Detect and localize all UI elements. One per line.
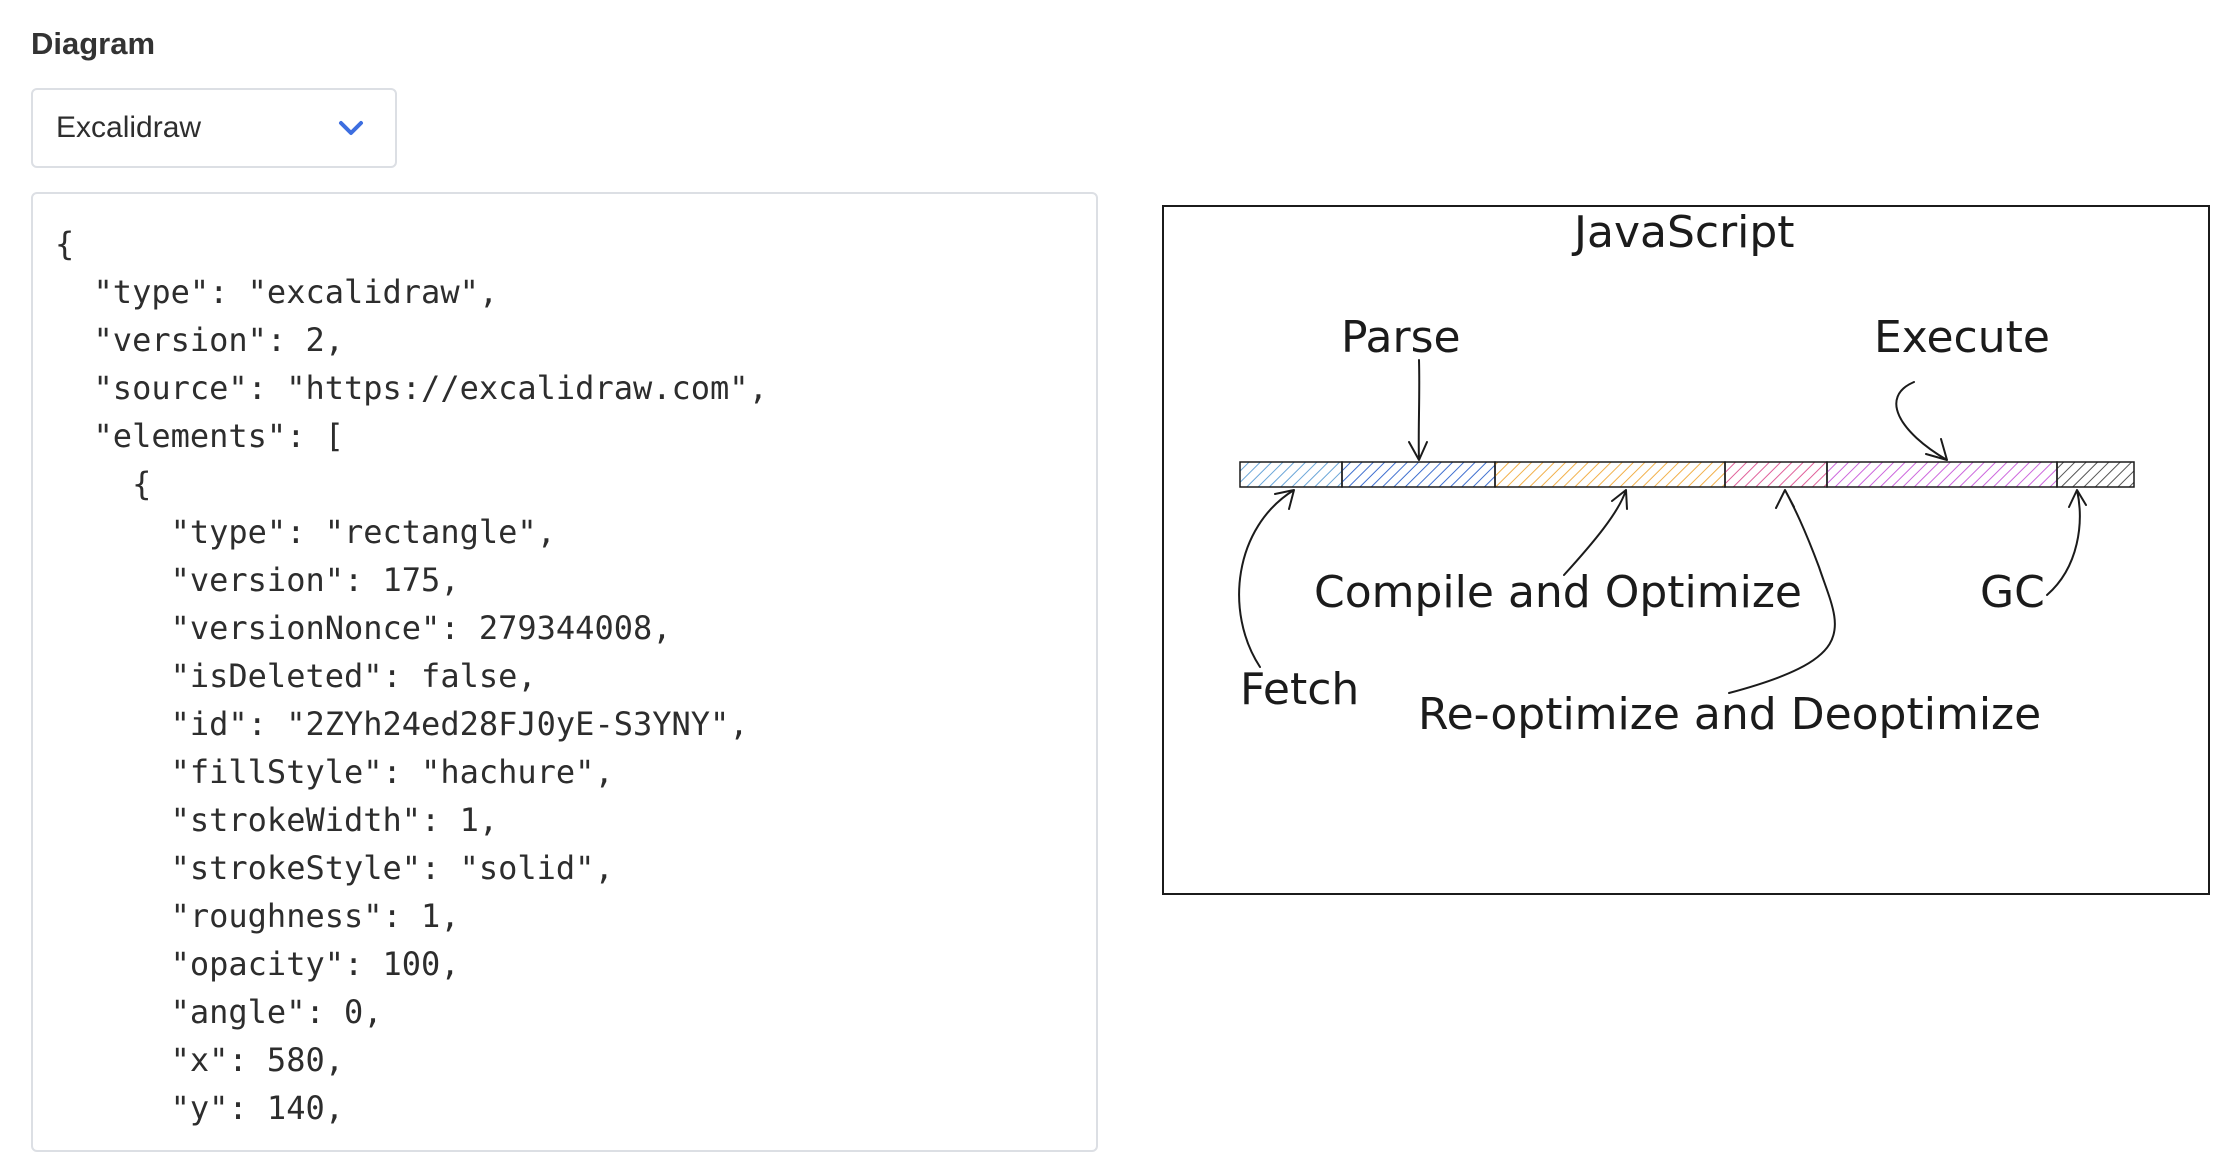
arrow-fetch <box>1238 489 1295 668</box>
diagram-source-textarea[interactable]: { "type": "excalidraw", "version": 2, "s… <box>55 220 1075 1150</box>
segment-compile <box>1494 461 1726 488</box>
arrow-parse <box>1408 359 1428 461</box>
segment-execute <box>1826 461 2058 488</box>
label-compile: Compile and Optimize <box>1314 567 1802 618</box>
arrow-compile <box>1563 489 1628 576</box>
diagram-type-select-value: Excalidraw <box>56 111 202 144</box>
arrow-reoptimize <box>1728 489 1836 694</box>
label-reoptimize: Re-optimize and Deoptimize <box>1418 689 2041 740</box>
segment-gc <box>2056 461 2135 488</box>
segment-parse <box>1341 461 1496 488</box>
chevron-down-icon <box>339 121 363 135</box>
label-execute: Execute <box>1874 312 2050 363</box>
arrow-execute <box>1895 381 1948 461</box>
timeline-bar <box>1239 461 2135 488</box>
diagram-title: JavaScript <box>1571 207 1795 258</box>
diagram-preview: JavaScript Parse Execute Compile and Opt… <box>1162 205 2210 895</box>
segment-reoptimize <box>1724 461 1828 488</box>
diagram-section-label: Diagram <box>31 26 156 61</box>
diagram-source-editor[interactable]: { "type": "excalidraw", "version": 2, "s… <box>31 192 1098 1152</box>
segment-fetch <box>1239 461 1343 488</box>
label-gc: GC <box>1980 567 2045 618</box>
excalidraw-canvas: JavaScript Parse Execute Compile and Opt… <box>1238 207 2135 740</box>
arrow-gc <box>2046 489 2087 596</box>
label-parse: Parse <box>1341 312 1461 363</box>
label-fetch: Fetch <box>1240 664 1359 715</box>
diagram-type-select[interactable]: Excalidraw <box>31 88 397 168</box>
